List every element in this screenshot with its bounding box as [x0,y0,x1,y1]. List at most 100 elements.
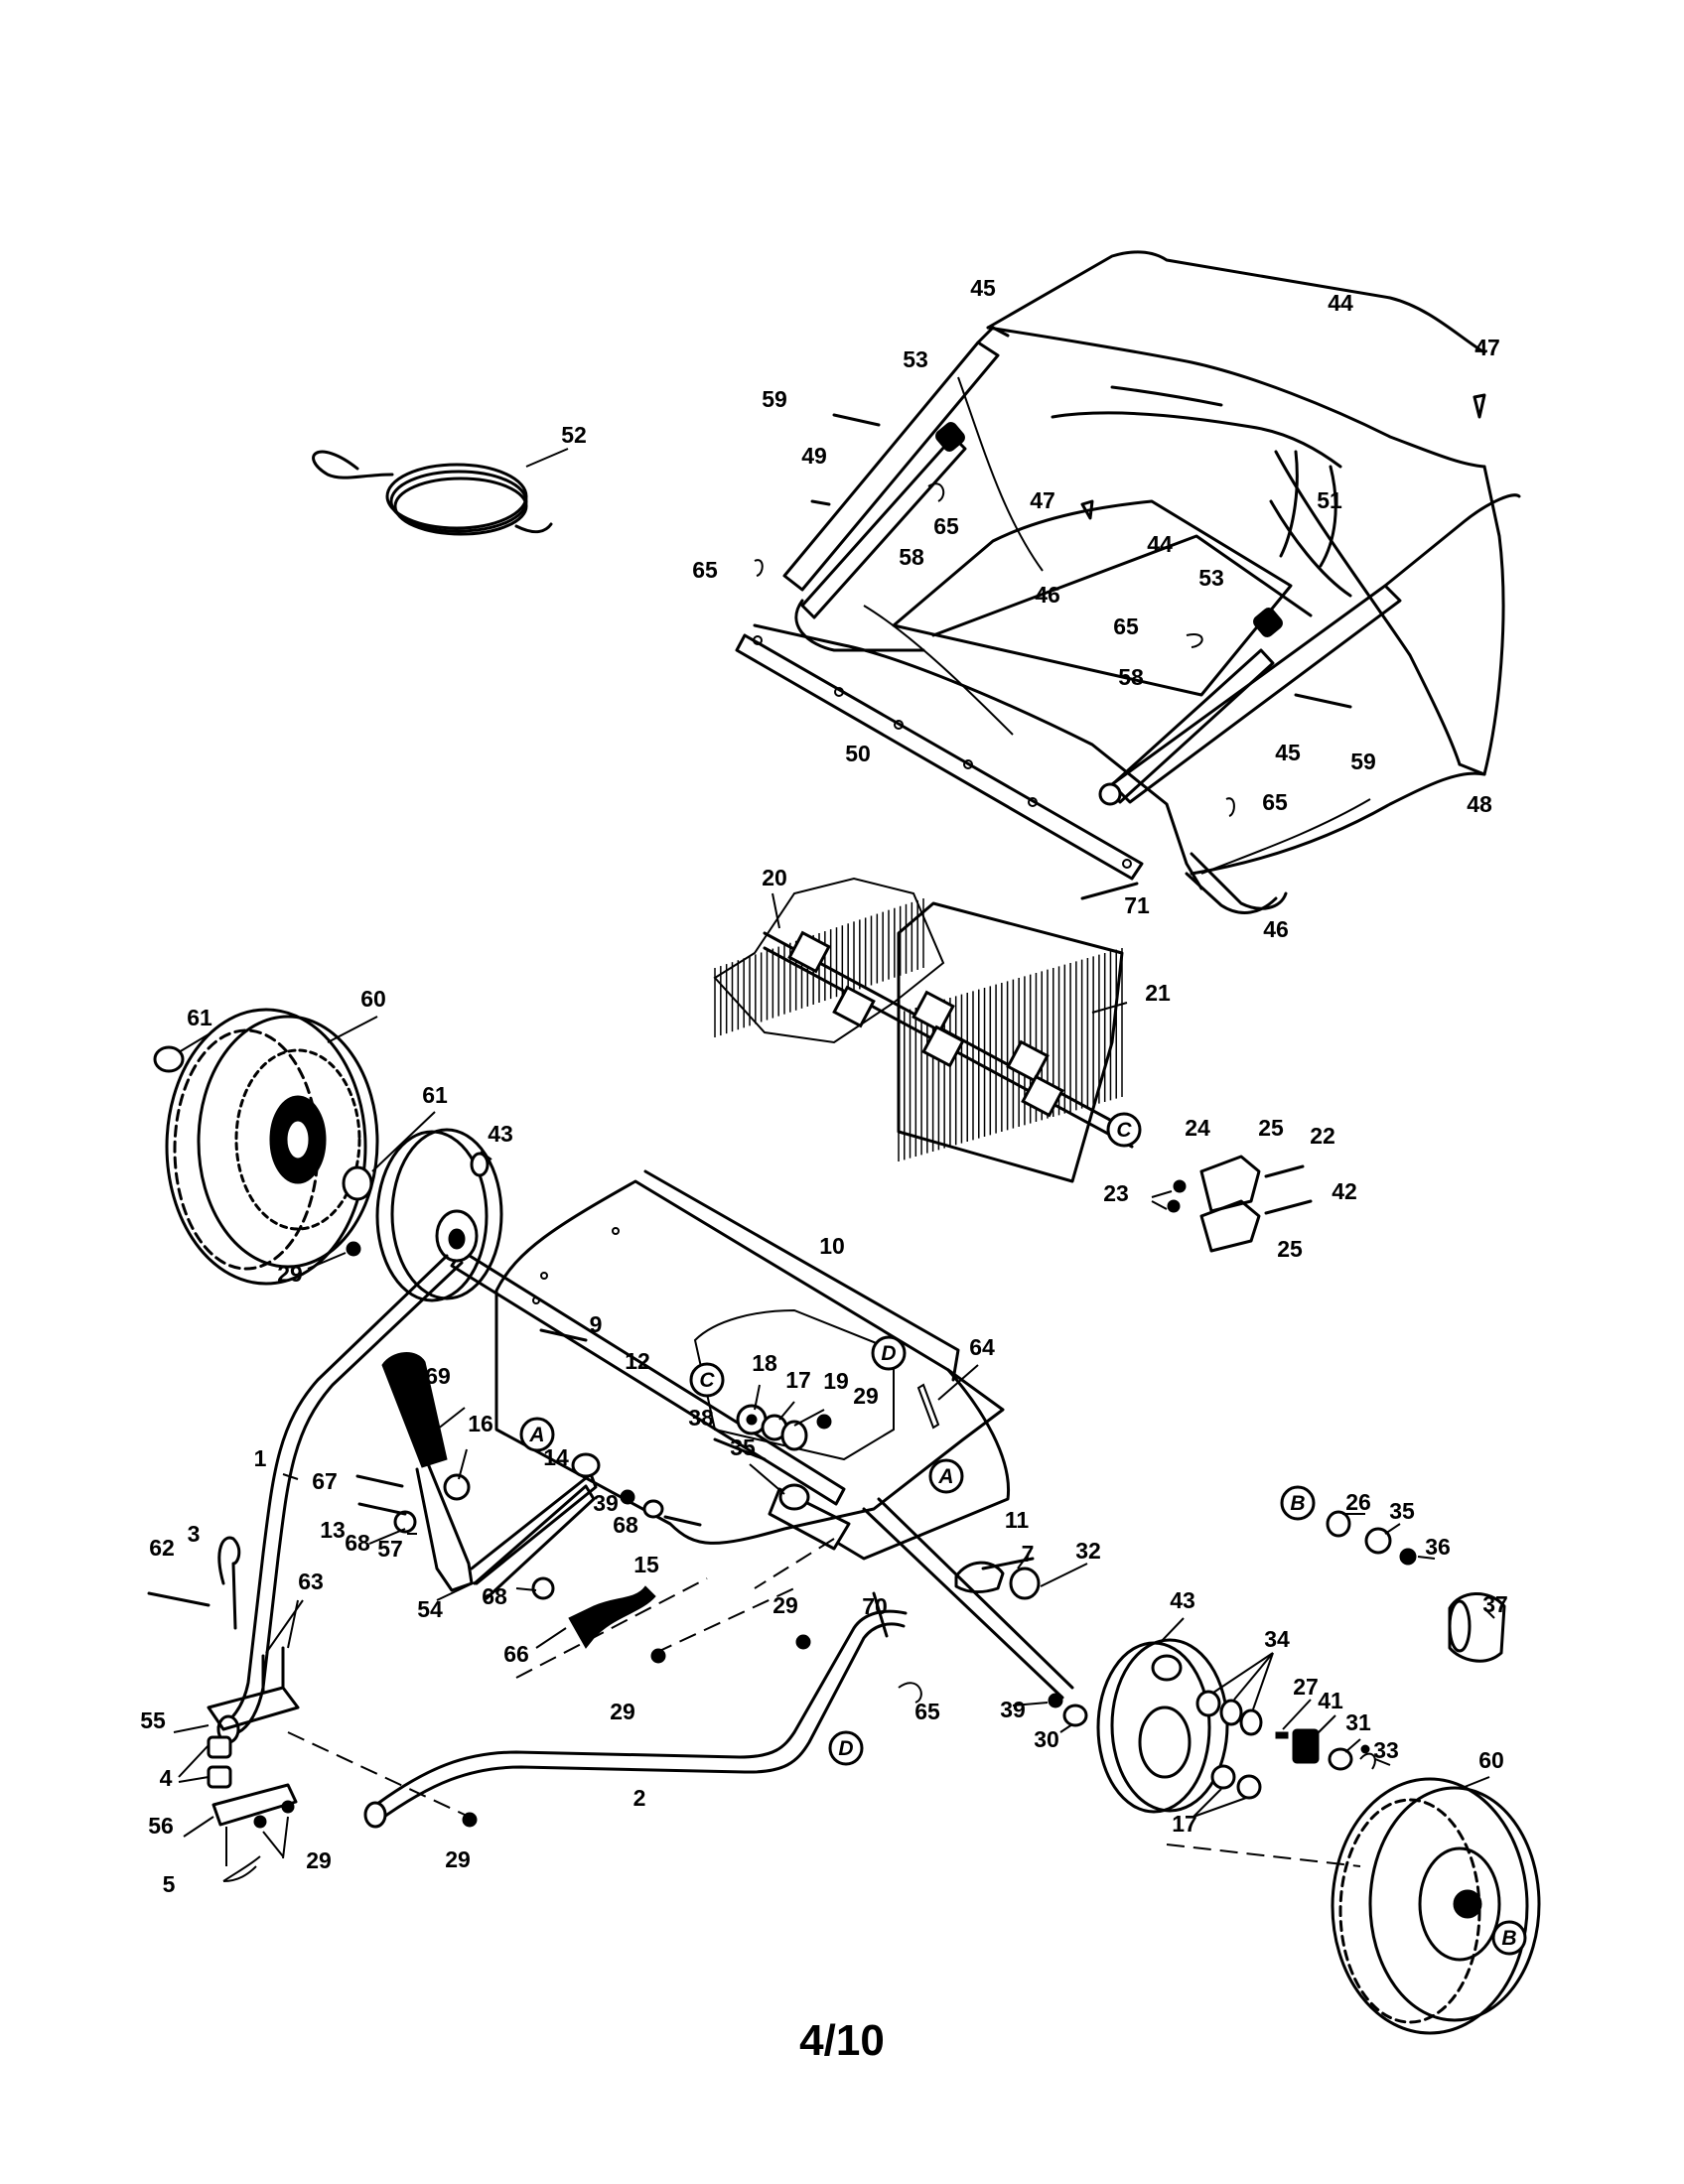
part-label-l29e: 29 [445,1846,471,1872]
part-label-l39a: 39 [593,1490,619,1516]
part-label-l18: 18 [752,1350,777,1376]
part-label-l68c: 68 [482,1583,507,1609]
part-label-l25a: 25 [1258,1115,1284,1141]
bag-frame-bars [782,326,1521,910]
part-label-l13: 13 [320,1517,346,1543]
part-label-l61b: 61 [422,1082,448,1108]
housing-small-parts [713,1364,979,1511]
part-label-l11: 11 [1005,1507,1030,1533]
part-label-l14: 14 [543,1444,569,1470]
part-label-l59a: 59 [762,386,787,412]
part-label-l65b: 65 [933,513,959,539]
part-label-l68a: 68 [345,1530,370,1556]
push-handle [147,1254,1361,1882]
callout-cB1: B [1280,1485,1316,1521]
callout-letter: B [1290,1492,1305,1515]
part-label-l65a: 65 [692,557,718,583]
part-label-l65c: 65 [1113,614,1139,639]
part-label-l59b: 59 [1350,749,1376,774]
callout-circle [828,1730,864,1766]
callout-letter: A [937,1465,953,1488]
callout-circle [519,1417,555,1452]
part-label-l44a: 44 [1328,290,1353,316]
part-label-l53b: 53 [1198,565,1224,591]
callout-letter: A [528,1424,544,1446]
part-label-l9: 9 [590,1311,603,1337]
part-label-l62: 62 [149,1535,175,1561]
part-label-l23: 23 [1103,1180,1129,1206]
part-label-l29f: 29 [306,1847,332,1873]
part-label-l65e: 65 [914,1699,940,1724]
part-label-l32: 32 [1075,1538,1101,1564]
part-label-l63: 63 [298,1569,324,1594]
callout-cA1: A [519,1417,555,1452]
part-label-l54: 54 [417,1596,443,1622]
part-label-l33: 33 [1373,1737,1399,1763]
part-label-l2: 2 [633,1785,646,1811]
part-label-l41: 41 [1318,1688,1343,1713]
callout-circle [689,1362,725,1398]
height-adjust-lever [355,1352,702,1649]
part-label-l65d: 65 [1262,789,1288,815]
part-label-l26: 26 [1345,1489,1371,1515]
callout-letter: D [838,1737,853,1760]
part-label-l31: 31 [1345,1709,1371,1735]
part-label-l46b: 46 [1263,916,1289,942]
brush-assembly [713,877,1134,1183]
part-label-l29b: 29 [853,1383,879,1409]
part-label-l67: 67 [312,1468,338,1494]
callout-letter: D [881,1342,896,1365]
part-label-l60a: 60 [360,986,386,1012]
part-label-l47a: 47 [1474,335,1500,360]
part-label-l47b: 47 [1030,487,1055,513]
part-label-l61a: 61 [187,1005,212,1030]
callout-circle [928,1458,964,1494]
right-wheel [862,1497,1541,2035]
part-label-l46a: 46 [1035,582,1060,608]
callout-letter: C [699,1369,715,1392]
part-label-l44b: 44 [1147,531,1173,557]
part-label-l57: 57 [377,1536,403,1562]
part-label-l39b: 39 [1000,1697,1026,1722]
callout-cC1: C [689,1362,725,1398]
callout-circle [1106,1112,1142,1148]
part-label-l7: 7 [1022,1541,1035,1567]
part-label-l5: 5 [163,1871,176,1897]
callout-cD2: D [828,1730,864,1766]
part-label-l53a: 53 [903,346,928,372]
part-label-l20: 20 [762,865,787,890]
part-label-l45b: 45 [1275,740,1301,765]
part-label-l37: 37 [1482,1591,1508,1617]
part-label-l45a: 45 [970,275,996,301]
part-label-l25b: 25 [1277,1236,1303,1262]
callout-cB2: B [1491,1920,1527,1956]
callout-cC2: C [1106,1112,1142,1148]
part-label-l68b: 68 [613,1512,638,1538]
part-label-l69: 69 [425,1363,451,1389]
callout-circle [1491,1920,1527,1956]
part-label-l16: 16 [468,1411,493,1436]
part-label-l12: 12 [625,1348,650,1374]
part-label-l30: 30 [1034,1726,1059,1752]
part-label-l27: 27 [1293,1674,1319,1700]
part-label-l24: 24 [1185,1115,1210,1141]
part-label-l66: 66 [503,1641,529,1667]
part-label-l17a: 17 [785,1367,811,1393]
callout-letter: C [1116,1119,1132,1142]
part-label-l58b: 58 [1118,664,1144,690]
callout-cD1: D [871,1335,907,1371]
front-bar [735,482,1235,900]
part-label-l35b: 35 [1389,1498,1415,1524]
part-label-l3: 3 [188,1521,201,1547]
part-label-l51: 51 [1317,487,1342,513]
part-label-l58a: 58 [899,544,924,570]
part-label-l21: 21 [1145,980,1171,1006]
part-label-l19: 19 [823,1368,849,1394]
part-label-l56: 56 [148,1813,174,1839]
part-label-l42: 42 [1332,1178,1357,1204]
part-label-l50: 50 [845,741,871,766]
part-label-l29a: 29 [277,1261,303,1287]
